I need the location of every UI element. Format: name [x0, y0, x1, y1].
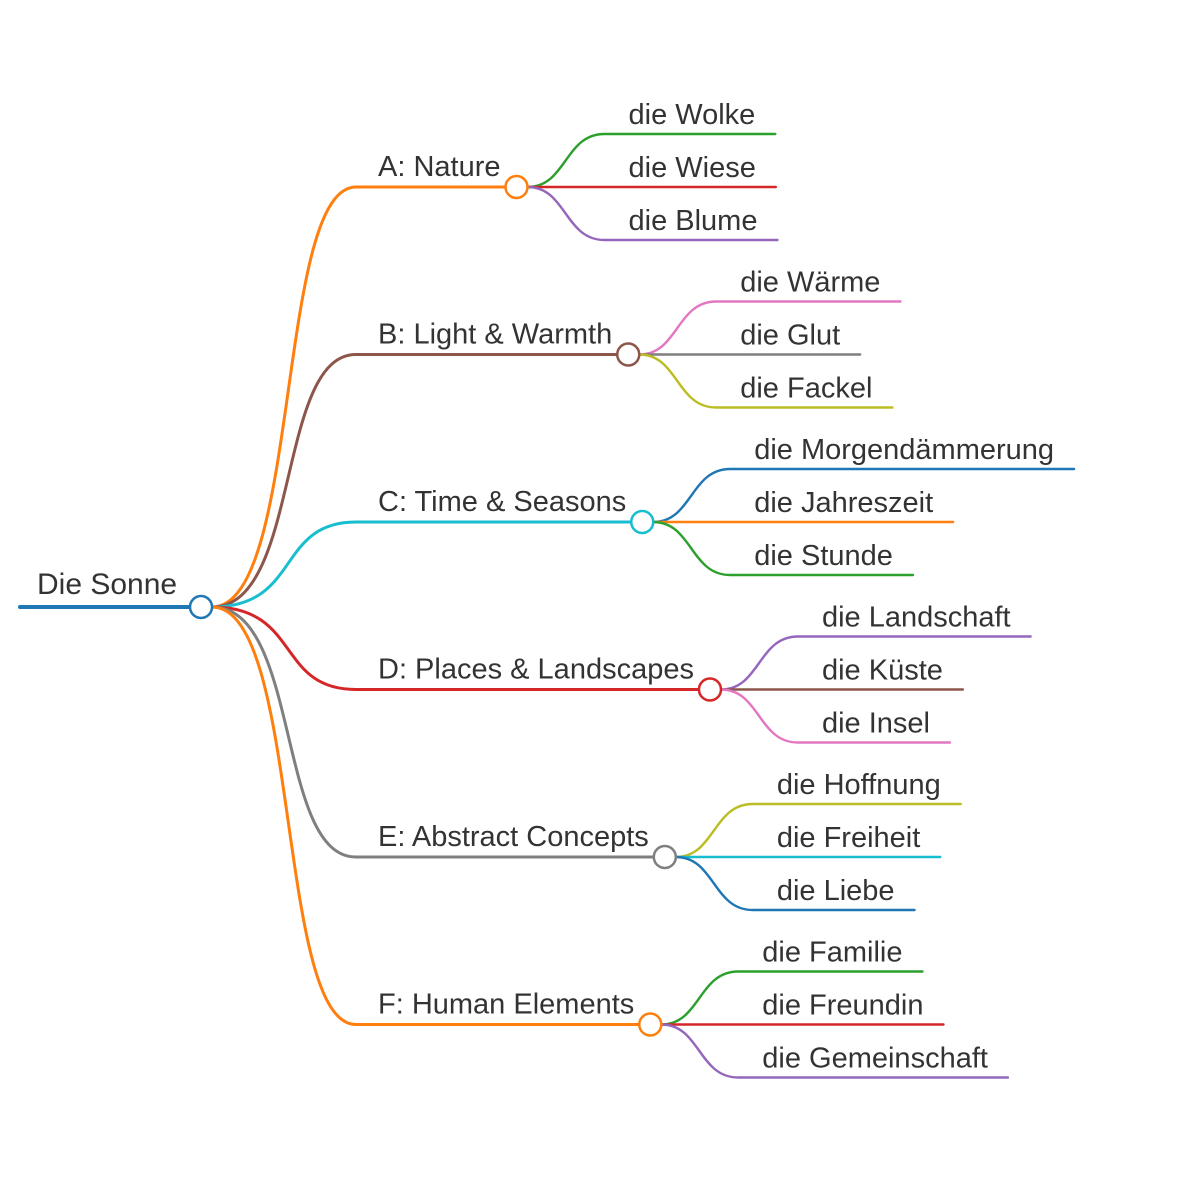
root-node[interactable] — [188, 594, 214, 620]
leaf-edge — [660, 970, 924, 1026]
category-node[interactable] — [615, 342, 641, 367]
leaf-label: die Familie — [762, 937, 902, 969]
category-edge — [210, 520, 358, 609]
leaf-edge — [652, 520, 915, 577]
leaf-label: die Liebe — [777, 875, 895, 907]
leaf-label: die Wärme — [740, 267, 880, 299]
category-label: F: Human Elements — [378, 989, 634, 1021]
leaf-label: die Jahreszeit — [754, 487, 933, 519]
category-label: B: Light & Warmth — [378, 319, 612, 351]
category-label: D: Places & Landscapes — [378, 654, 694, 686]
leaf-edge — [526, 132, 777, 189]
category-node[interactable] — [652, 844, 678, 870]
leaf-edge — [719, 635, 1032, 691]
category-label: C: Time & Seasons — [378, 486, 626, 518]
category-edge — [210, 353, 358, 609]
leaf-label: die Küste — [822, 655, 943, 687]
leaf-label: die Morgendämmerung — [754, 434, 1054, 466]
leaf-edge — [674, 855, 916, 912]
leaf-edge — [526, 185, 779, 242]
leaf-label: die Gemeinschaft — [762, 1043, 988, 1075]
leaf-edge — [660, 1023, 1010, 1079]
leaf-label: die Blume — [629, 205, 758, 237]
leaf-label: die Wiese — [629, 152, 756, 184]
leaf-edge — [652, 467, 1076, 524]
leaf-label: die Hoffnung — [777, 769, 941, 801]
category-node[interactable] — [629, 509, 655, 535]
leaf-label: die Stunde — [754, 540, 893, 572]
category-label: A: Nature — [378, 151, 501, 183]
leaf-edge — [638, 353, 894, 409]
leaf-label: die Freiheit — [777, 822, 920, 854]
leaf-label: die Landschaft — [822, 602, 1011, 634]
mindmap-nodes: Die Sonne A: Nature die Wolke die Wiese die … — [37, 99, 1054, 1075]
mindmap-edges — [18, 132, 1076, 1079]
leaf-label: die Insel — [822, 708, 930, 740]
category-edge — [210, 185, 358, 609]
leaf-label: die Fackel — [740, 373, 872, 405]
category-edge — [210, 605, 358, 859]
category-node[interactable] — [697, 677, 723, 702]
leaf-edge — [638, 300, 902, 356]
category-edge — [210, 605, 358, 691]
leaf-label: die Wolke — [629, 99, 756, 131]
category-node[interactable] — [638, 1012, 663, 1037]
category-label: E: Abstract Concepts — [378, 821, 649, 853]
root-label: Die Sonne — [37, 568, 177, 601]
leaf-edge — [674, 802, 962, 859]
category-edge — [210, 605, 358, 1026]
category-node[interactable] — [504, 174, 529, 200]
leaf-edge — [719, 688, 952, 744]
leaf-label: die Freundin — [762, 990, 923, 1022]
leaf-label: die Glut — [740, 320, 840, 352]
